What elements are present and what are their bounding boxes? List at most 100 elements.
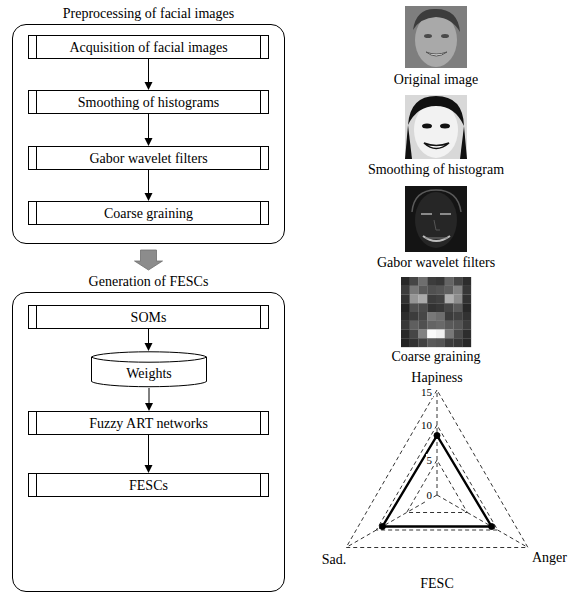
grid-cell	[419, 303, 428, 312]
grid-cell	[427, 321, 436, 330]
cylinder-body	[92, 352, 207, 387]
connector	[135, 250, 163, 270]
connector	[145, 170, 153, 201]
process-box: Gabor wavelet filters	[28, 146, 269, 170]
grid-cell	[454, 338, 463, 347]
box-label: SOMs	[131, 309, 167, 326]
grid-cell	[462, 330, 471, 339]
grid-cell	[427, 295, 436, 304]
grid-cell	[445, 330, 454, 339]
grid-cell	[445, 312, 454, 321]
grid-cell	[427, 303, 436, 312]
grid-cell	[436, 338, 445, 347]
grid-cell	[401, 295, 410, 304]
grid-cell	[454, 312, 463, 321]
arrowhead	[145, 82, 153, 90]
grid-cell	[454, 330, 463, 339]
connector-line	[148, 59, 149, 82]
grid-cell	[445, 338, 454, 347]
grid-cell	[427, 286, 436, 295]
grid-cell	[445, 321, 454, 330]
connector-line	[149, 388, 150, 403]
caption-label: Sad.	[322, 552, 347, 568]
grid-cell	[419, 286, 428, 295]
grid-cell	[419, 277, 428, 286]
connector	[145, 435, 153, 473]
coarse-grained-image	[401, 277, 471, 347]
connector-line	[148, 114, 149, 138]
box-label: Gabor wavelet filters	[89, 150, 207, 167]
connector	[145, 388, 153, 411]
axis-tick-label: 15	[420, 386, 433, 398]
grid-cell	[401, 303, 410, 312]
caption-label: Gabor wavelet filters	[377, 255, 495, 271]
box-label: Smoothing of histograms	[78, 94, 220, 111]
caption-label: FESC	[420, 576, 453, 592]
grid-cell	[462, 286, 471, 295]
box-label: Acquisition of facial images	[69, 39, 227, 56]
grid-cell	[436, 303, 445, 312]
grid-cell	[401, 330, 410, 339]
grid-cell	[427, 338, 436, 347]
data-store: Weights	[91, 351, 207, 388]
grid-cell	[445, 303, 454, 312]
arrowhead	[145, 403, 153, 411]
box-label: Coarse graining	[104, 205, 193, 222]
radar-chart	[346, 390, 528, 548]
process-side-bar	[260, 91, 261, 113]
process-box: SOMs	[28, 305, 269, 329]
connector	[145, 329, 153, 351]
grid-cell	[410, 286, 419, 295]
grid-cell	[454, 321, 463, 330]
process-side-bar	[36, 306, 37, 328]
grid-cell	[454, 303, 463, 312]
process-side-bar	[36, 474, 37, 496]
caption-label: Anger	[532, 550, 567, 566]
process-side-bar	[260, 474, 261, 496]
grid-cell	[410, 321, 419, 330]
process-side-bar	[36, 202, 37, 224]
grid-cell	[401, 286, 410, 295]
process-box: Coarse graining	[28, 201, 269, 225]
grid-cell	[401, 338, 410, 347]
grid-cell	[419, 330, 428, 339]
grid-cell	[410, 330, 419, 339]
grid-cell	[410, 295, 419, 304]
grid-cell	[445, 277, 454, 286]
process-side-bar	[260, 202, 261, 224]
grid-cell	[436, 312, 445, 321]
process-side-bar	[36, 412, 37, 434]
grid-cell	[454, 295, 463, 304]
group-frame: Preprocessing of facial imagesAcquisitio…	[12, 24, 285, 244]
face-photo-gabor	[405, 186, 467, 252]
connector-line	[148, 435, 149, 465]
process-side-bar	[36, 91, 37, 113]
box-label: FESCs	[129, 477, 168, 494]
grid-cell	[401, 277, 410, 286]
arrowhead	[145, 193, 153, 201]
process-side-bar	[36, 36, 37, 58]
connector-line	[148, 329, 149, 343]
grid-cell	[436, 330, 445, 339]
arrowhead	[145, 138, 153, 146]
arrowhead	[145, 343, 153, 351]
caption-label: Coarse graining	[391, 349, 480, 365]
grid-cell	[436, 321, 445, 330]
grid-cell	[427, 312, 436, 321]
grid-cell	[401, 321, 410, 330]
group-heading: Preprocessing of facial images	[13, 5, 284, 22]
grid-cell	[410, 277, 419, 286]
process-side-bar	[260, 36, 261, 58]
grid-cell	[427, 277, 436, 286]
grid-cell	[445, 295, 454, 304]
grid-cell	[436, 277, 445, 286]
connector	[145, 59, 153, 90]
caption-label: Original image	[394, 72, 478, 88]
cylinder-rim	[92, 357, 207, 362]
group-frame: Generation of FESCsSOMsWeightsFuzzy ART …	[12, 292, 285, 592]
connector	[145, 114, 153, 146]
grid-cell	[436, 286, 445, 295]
axis-tick-label: 10	[420, 419, 433, 431]
box-label: Weights	[126, 365, 172, 382]
